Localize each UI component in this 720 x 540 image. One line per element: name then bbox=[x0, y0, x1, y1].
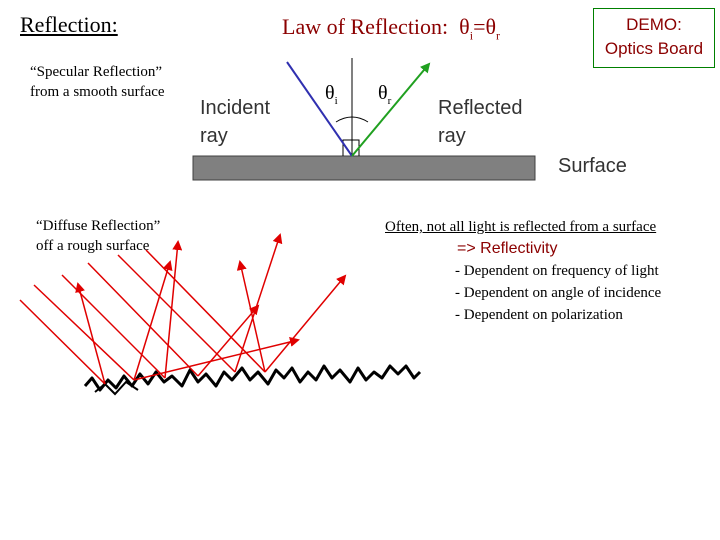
theta-r-sub: r bbox=[387, 95, 392, 107]
reflected-ray-diffuse bbox=[164, 240, 183, 379]
reflected-ray-diffuse bbox=[264, 274, 347, 373]
rough-surface-detail bbox=[94, 380, 139, 396]
diffuse-line1: “Diffuse Reflection” bbox=[36, 218, 161, 234]
theta-i-symbol: θ bbox=[325, 82, 335, 104]
incident-ray-diffuse bbox=[87, 262, 199, 377]
law-sub-i: i bbox=[469, 28, 474, 43]
incident-ray-diffuse bbox=[145, 249, 266, 373]
incident-ray-diffuse bbox=[117, 254, 236, 373]
reflectivity-notes: Often, not all light is reflected from a… bbox=[385, 216, 661, 326]
reflected-ray-diffuse bbox=[234, 233, 283, 373]
specular-line2: from a smooth surface bbox=[30, 84, 165, 100]
law-theta-r: θ bbox=[485, 14, 497, 39]
law-sub-r: r bbox=[496, 28, 501, 43]
reflected-ray bbox=[351, 62, 431, 157]
reflectivity-term: => Reflectivity bbox=[457, 240, 558, 257]
incident-ray-diffuse bbox=[19, 299, 106, 385]
reflected-ray-diffuse bbox=[133, 337, 300, 381]
reflected-ray-diffuse bbox=[75, 282, 106, 385]
reflected-line2: ray bbox=[438, 125, 466, 147]
diffuse-caption: “Diffuse Reflection” off a rough surface bbox=[36, 216, 160, 256]
demo-line1: DEMO: bbox=[626, 15, 682, 34]
incident-ray-label: Incident ray bbox=[200, 94, 270, 150]
demo-line2: Optics Board bbox=[604, 39, 704, 58]
demo-box: DEMO: Optics Board bbox=[593, 8, 715, 68]
specular-caption: “Specular Reflection” from a smooth surf… bbox=[30, 62, 165, 102]
angle-arc bbox=[335, 116, 369, 123]
incident-line1: Incident bbox=[200, 97, 271, 119]
law-theta-i: θ bbox=[459, 14, 470, 39]
reflected-ray-label: Reflected ray bbox=[438, 94, 523, 150]
reflected-line1: Reflected bbox=[438, 97, 523, 119]
incident-ray-diffuse bbox=[33, 284, 135, 381]
note-item: - Dependent on angle of incidence bbox=[455, 285, 662, 301]
theta-i-sub: i bbox=[334, 95, 338, 107]
note-item: - Dependent on polarization bbox=[455, 307, 623, 323]
theta-i-label: θi bbox=[325, 82, 338, 107]
diffuse-reflected-rays bbox=[75, 233, 347, 385]
incident-ray bbox=[286, 61, 353, 157]
surface-label: Surface bbox=[558, 155, 627, 177]
theta-r-symbol: θ bbox=[378, 82, 388, 104]
notes-heading: Often, not all light is reflected from a… bbox=[385, 219, 657, 235]
specular-line1: “Specular Reflection” bbox=[30, 64, 163, 80]
diffuse-incident-rays bbox=[19, 249, 266, 385]
reflected-ray-diffuse bbox=[236, 260, 266, 373]
slide-title: Reflection: bbox=[20, 12, 118, 37]
rough-surface bbox=[83, 364, 422, 392]
incident-line2: ray bbox=[200, 125, 228, 147]
note-item: - Dependent on frequency of light bbox=[455, 263, 659, 279]
smooth-surface bbox=[192, 155, 536, 181]
law-equals: = bbox=[473, 14, 486, 39]
reflected-ray-diffuse bbox=[197, 304, 260, 377]
law-prefix: Law of Reflection: bbox=[282, 14, 449, 39]
reflected-ray-diffuse bbox=[133, 260, 173, 381]
theta-r-label: θr bbox=[378, 82, 391, 107]
law-of-reflection: Law of Reflection: θi=θr bbox=[282, 14, 500, 43]
diffuse-line2: off a rough surface bbox=[36, 238, 150, 254]
